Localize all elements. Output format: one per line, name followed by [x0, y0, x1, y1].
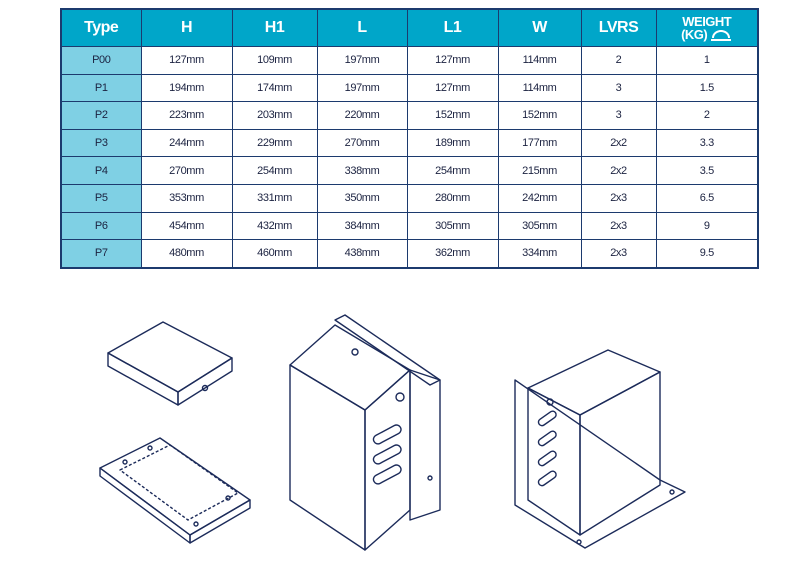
table-cell: 127mm [140, 46, 233, 75]
table-cell: 194mm [140, 73, 233, 103]
column-header-type: Type [60, 8, 142, 47]
weight-label-line1: WEIGHT [682, 13, 732, 29]
table-cell: 152mm [497, 101, 582, 130]
table-cell: 197mm [316, 46, 408, 75]
table-cell: 2x3 [580, 211, 657, 241]
table-cell: 338mm [316, 156, 408, 185]
table-cell: 114mm [497, 73, 582, 103]
table-cell: 280mm [406, 183, 499, 213]
table-cell: 9.5 [655, 239, 759, 269]
column-header-l1: L1 [406, 8, 499, 47]
column-header-lvrs: LVRS [580, 8, 657, 47]
weight-label-line2: (KG) [681, 26, 708, 42]
type-cell: P00 [60, 46, 142, 75]
type-cell: P7 [60, 239, 142, 269]
table-cell: 432mm [231, 211, 318, 241]
table-cell: 109mm [231, 46, 318, 75]
table-cell: 384mm [316, 211, 408, 241]
table-cell: 3.5 [655, 156, 759, 185]
type-cell: P3 [60, 128, 142, 158]
table-cell: 3.3 [655, 128, 759, 158]
table-cell: 174mm [231, 73, 318, 103]
table-cell: 460mm [231, 239, 318, 269]
column-header-weight: WEIGHT(KG) [655, 8, 759, 47]
table-cell: 220mm [316, 101, 408, 130]
type-cell: P1 [60, 73, 142, 103]
type-cell: P2 [60, 101, 142, 130]
table-cell: 1 [655, 46, 759, 75]
table-cell: 242mm [497, 183, 582, 213]
table-cell: 350mm [316, 183, 408, 213]
table-cell: 197mm [316, 73, 408, 103]
column-header-h: H [140, 8, 233, 47]
table-cell: 114mm [497, 46, 582, 75]
table-cell: 127mm [406, 46, 499, 75]
table-cell: 305mm [406, 211, 499, 241]
lid-drawing [107, 321, 233, 406]
table-cell: 1.5 [655, 73, 759, 103]
table-cell: 254mm [231, 156, 318, 185]
table-cell: 2 [655, 101, 759, 130]
enclosure-illustrations [99, 314, 686, 551]
table-cell: 2x3 [580, 239, 657, 269]
table-cell: 362mm [406, 239, 499, 269]
table-cell: 3 [580, 101, 657, 130]
table-cell: 215mm [497, 156, 582, 185]
table-cell: 6.5 [655, 183, 759, 213]
table-cell: 177mm [497, 128, 582, 158]
type-cell: P6 [60, 211, 142, 241]
table-cell: 152mm [406, 101, 499, 130]
table-cell: 480mm [140, 239, 233, 269]
table-cell: 9 [655, 211, 759, 241]
type-cell: P5 [60, 183, 142, 213]
tall-enclosure-drawing [289, 314, 441, 551]
table-cell: 334mm [497, 239, 582, 269]
table-cell: 3 [580, 73, 657, 103]
mounted-enclosure-drawing [514, 349, 686, 549]
table-cell: 203mm [231, 101, 318, 130]
type-cell: P4 [60, 156, 142, 185]
table-cell: 223mm [140, 101, 233, 130]
column-header-l: L [316, 8, 408, 47]
table-cell: 438mm [316, 239, 408, 269]
column-header-w: W [497, 8, 582, 47]
table-cell: 2x2 [580, 128, 657, 158]
table-cell: 2 [580, 46, 657, 75]
table-cell: 353mm [140, 183, 233, 213]
table-cell: 244mm [140, 128, 233, 158]
table-cell: 305mm [497, 211, 582, 241]
table-cell: 270mm [316, 128, 408, 158]
table-cell: 2x2 [580, 156, 657, 185]
table-cell: 270mm [140, 156, 233, 185]
table-cell: 229mm [231, 128, 318, 158]
scale-icon [711, 30, 732, 42]
base-drawing [99, 437, 251, 544]
table-cell: 454mm [140, 211, 233, 241]
table-cell: 127mm [406, 73, 499, 103]
table-cell: 189mm [406, 128, 499, 158]
table-cell: 2x3 [580, 183, 657, 213]
table-cell: 254mm [406, 156, 499, 185]
column-header-h1: H1 [231, 8, 318, 47]
table-cell: 331mm [231, 183, 318, 213]
